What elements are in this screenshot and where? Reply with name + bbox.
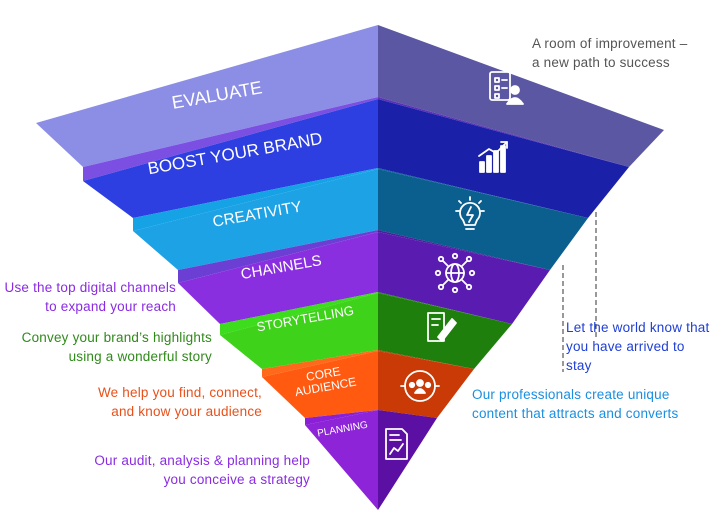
- layer-storytelling-front-right: [378, 350, 474, 369]
- report-chart-icon: [385, 428, 408, 460]
- caption-boost-brand: Let the world know that you have arrived…: [566, 318, 712, 375]
- lightbulb-icon: [455, 196, 485, 230]
- layer-core-audience-left-face: [262, 351, 378, 418]
- layer-boost-your-brand-front-right: [378, 168, 588, 218]
- layer-planning-right-face: [378, 410, 437, 510]
- caption-planning-line-2: you conceive a strategy: [163, 472, 310, 487]
- layer-channels-left-face: [178, 232, 378, 324]
- layer-evaluate-front-left: [83, 97, 378, 181]
- caption-creativity-line-1: Our professionals create unique: [472, 387, 670, 402]
- layer-channels-front-right: [378, 292, 512, 324]
- audience-target-icon: [400, 370, 440, 402]
- layer-storytelling-front-left: [262, 350, 378, 377]
- layer-channels-right-face: [378, 232, 550, 324]
- layer-evaluate-left-face: [36, 25, 378, 167]
- funnel-layer-channels: [178, 232, 550, 335]
- layer-creativity-left-face: [133, 169, 378, 270]
- caption-creativity-line-2: content that attracts and converts: [472, 406, 679, 421]
- network-globe-icon: [434, 252, 476, 294]
- checklist-user-icon: [489, 71, 524, 105]
- caption-planning-line-1: Our audit, analysis & planning help: [94, 453, 310, 468]
- edit-document-icon: [427, 312, 457, 342]
- funnel-layer-creativity: [133, 169, 588, 283]
- caption-creativity: Our professionals create unique content …: [472, 385, 678, 423]
- caption-storytelling: Convey your brand’s highlights using a w…: [22, 328, 212, 366]
- layer-creativity-front-right: [378, 230, 550, 270]
- layer-storytelling-left-face: [220, 293, 378, 369]
- layer-creativity-front-left: [178, 230, 378, 283]
- caption-channels-line-1: Use the top digital channels: [4, 280, 176, 295]
- caption-storytelling-line-1: Convey your brand’s highlights: [21, 330, 212, 345]
- caption-evaluate: A room of improvement – a new path to su…: [532, 34, 687, 72]
- funnel-layer-planning: [305, 410, 437, 510]
- growth-chart-icon: [478, 141, 508, 173]
- caption-core-audience: We help you find, connect, and know your…: [98, 383, 262, 421]
- caption-core-audience-line-2: and know your audience: [111, 404, 262, 419]
- caption-evaluate-line-2: a new path to success: [532, 55, 670, 70]
- layer-boost-your-brand-front-left: [133, 168, 378, 231]
- caption-planning: Our audit, analysis & planning help you …: [94, 451, 310, 489]
- caption-channels: Use the top digital channels to expand y…: [5, 278, 176, 316]
- caption-storytelling-line-2: using a wonderful story: [68, 349, 212, 364]
- caption-channels-line-2: to expand your reach: [45, 299, 176, 314]
- layer-planning-left-face: [305, 410, 378, 510]
- layer-boost-your-brand-left-face: [83, 99, 378, 218]
- layer-channels-front-left: [220, 292, 378, 335]
- layer-evaluate-front-right: [378, 97, 629, 167]
- caption-boost-brand-line-1: Let the world know that: [566, 320, 710, 335]
- layer-creativity-right-face: [378, 169, 588, 270]
- funnel-layer-evaluate: [36, 25, 664, 181]
- layer-label-line-1: CORE: [305, 364, 342, 384]
- caption-boost-brand-line-2: you have arrived to stay: [566, 339, 685, 373]
- caption-core-audience-line-1: We help you find, connect,: [97, 385, 262, 400]
- layer-evaluate-right-face: [378, 25, 664, 167]
- caption-evaluate-line-1: A room of improvement –: [532, 36, 688, 51]
